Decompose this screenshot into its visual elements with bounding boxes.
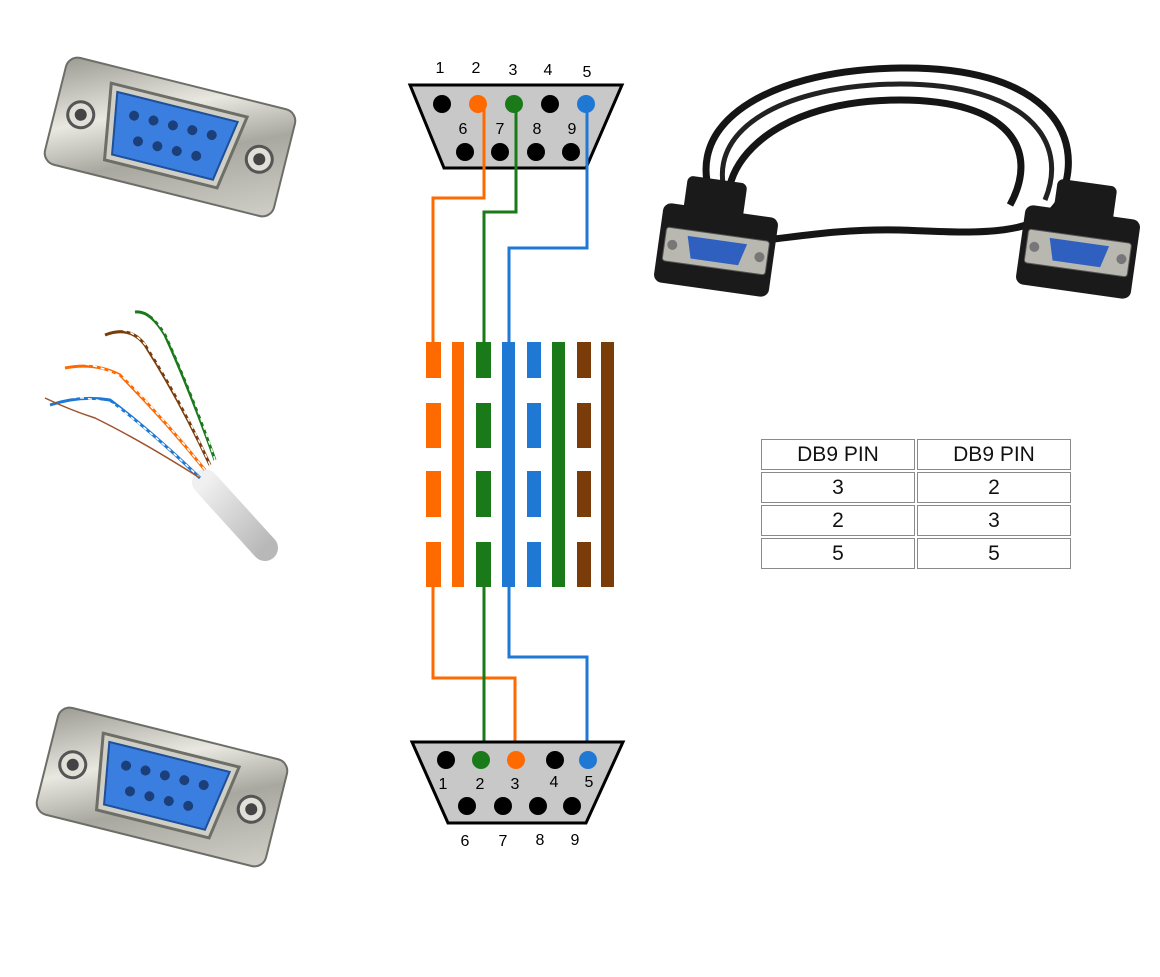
bottom-pin-label: 2 (476, 776, 485, 793)
blue-wire (507, 587, 589, 760)
serial-cable-icon (654, 64, 1140, 299)
top-pin-label: 3 (509, 62, 518, 79)
twisted-pair-cable-icon (44, 304, 278, 561)
blue-wire (507, 104, 589, 345)
table-row: 2 3 (761, 505, 1071, 536)
table-header-cell: DB9 PIN (761, 439, 915, 470)
brown-conductor (601, 342, 614, 587)
bottom-pin-label: 7 (499, 833, 508, 850)
table-cell: 2 (917, 472, 1071, 503)
table-cell: 5 (761, 538, 915, 569)
top-wires (431, 104, 589, 345)
top-pin-label: 4 (544, 62, 553, 79)
bottom-pin-label: 1 (439, 776, 448, 793)
green-white-conductor (476, 342, 491, 587)
top-pin-label: 9 (568, 121, 577, 138)
bottom-pin-label: 6 (461, 833, 470, 850)
table-cell: 3 (917, 505, 1071, 536)
table-cell: 2 (761, 505, 915, 536)
bottom-pin-label: 8 (536, 832, 545, 849)
table-cell: 3 (761, 472, 915, 503)
orange-conductor (452, 342, 464, 587)
top-pin-label: 5 (583, 64, 592, 81)
db9-female-connector-icon-bottom (35, 706, 289, 868)
green-conductor (552, 342, 565, 587)
orange-wire (431, 104, 486, 345)
blue-white-conductor (527, 342, 541, 587)
blue-conductor (502, 342, 515, 587)
cable-conductors (426, 342, 614, 587)
table-row: 5 5 (761, 538, 1071, 569)
brown-white-conductor (577, 342, 591, 587)
top-pin-label: 2 (472, 60, 481, 77)
bottom-pin-label: 3 (511, 776, 520, 793)
table-header-row: DB9 PIN DB9 PIN (761, 439, 1071, 470)
pin-mapping-table: DB9 PIN DB9 PIN 3 2 2 3 5 5 (759, 437, 1073, 571)
orange-white-conductor (426, 342, 441, 587)
orange-wire (431, 587, 517, 760)
bottom-pin-label: 5 (585, 774, 594, 791)
db9-female-connector-icon-top (43, 56, 297, 218)
table-header-cell: DB9 PIN (917, 439, 1071, 470)
bottom-db9-pinout: 1 2 3 4 5 6 7 8 9 (409, 740, 626, 850)
bottom-pin-label: 4 (550, 774, 559, 791)
table-row: 3 2 (761, 472, 1071, 503)
top-pin-label: 7 (496, 121, 505, 138)
green-wire (482, 104, 518, 345)
top-pin-label: 6 (459, 121, 468, 138)
top-pin-label: 1 (436, 60, 445, 77)
bottom-wires (431, 587, 589, 760)
bottom-pin-label: 9 (571, 832, 580, 849)
top-pin-label: 8 (533, 121, 542, 138)
table-cell: 5 (917, 538, 1071, 569)
